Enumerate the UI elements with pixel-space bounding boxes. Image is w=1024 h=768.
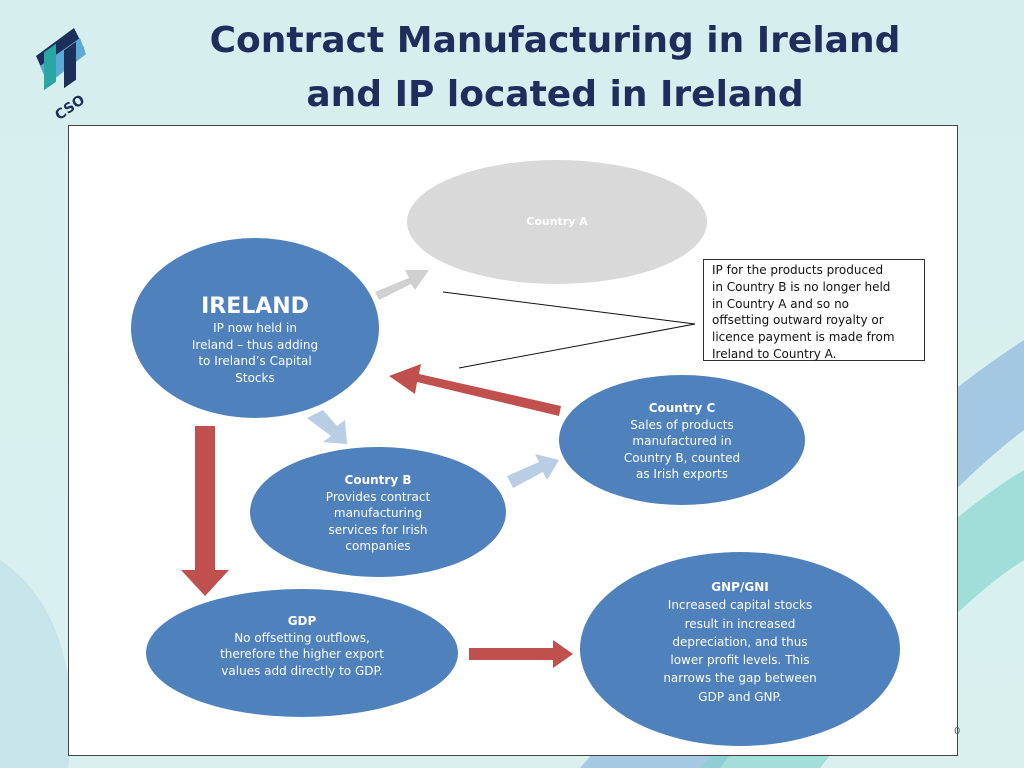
diagram-frame: Country A IRELAND IP now held in Ireland… — [68, 125, 958, 756]
arrow-country-b-to-country-c — [507, 454, 559, 488]
gnp-line: Increased capital stocks — [667, 598, 813, 613]
gdp-text: GDP No offsetting outflows, therefore th… — [182, 613, 422, 679]
callout-line: offsetting outward royalty or — [712, 313, 884, 328]
gnp-line: lower profit levels. This — [670, 653, 810, 668]
country-c-line: Sales of products — [630, 417, 734, 432]
country-c-text: Country C Sales of products manufactured… — [582, 400, 782, 483]
title-line-1: Contract Manufacturing in Ireland — [209, 20, 901, 61]
page-number: 0 — [954, 726, 961, 737]
gnp-text: GNP/GNI Increased capital stocks result … — [620, 578, 860, 706]
gnp-heading: GNP/GNI — [711, 580, 769, 594]
arrow-ireland-to-country-b — [307, 410, 347, 444]
title-line-2: and IP located in Ireland — [306, 74, 804, 115]
country-c-line: as Irish exports — [635, 467, 729, 481]
gnp-line: result in increased — [684, 616, 796, 631]
country-c-line: manufactured in — [632, 434, 732, 448]
country-b-line: Provides contract — [325, 489, 431, 504]
flow-diagram — [131, 160, 900, 746]
callout-line: in Country B is no longer held — [712, 279, 891, 294]
gnp-line: GDP and GNP. — [698, 689, 782, 704]
ireland-line: Ireland – thus adding — [191, 337, 319, 352]
country-b-line: manufacturing — [333, 506, 423, 520]
ireland-line: to Ireland’s Capital — [198, 354, 312, 368]
country-c-ellipse — [559, 375, 805, 505]
logo-text: CSO — [52, 92, 88, 122]
gdp-heading: GDP — [287, 614, 317, 628]
country-b-line: services for Irish — [328, 522, 428, 537]
gnp-line: depreciation, and thus — [672, 634, 808, 649]
page-title: Contract Manufacturing in Ireland and IP… — [120, 14, 990, 122]
gdp-line: therefore the higher export — [220, 647, 384, 661]
ip-callout-box: IP for the products produced in Country … — [703, 259, 925, 361]
callout-line: in Country A and so no — [712, 296, 850, 311]
ireland-line: Stocks — [235, 370, 275, 385]
arrow-ireland-to-country-a — [375, 270, 429, 300]
country-b-line: companies — [345, 539, 411, 553]
callout-line-top — [442, 291, 696, 325]
callout-line: licence payment is made from — [712, 330, 895, 345]
country-b-text: Country B Provides contract manufacturin… — [278, 472, 478, 555]
callout-line-bottom — [458, 323, 696, 369]
callout-line: Ireland to Country A. — [712, 346, 837, 361]
country-a-ellipse — [407, 160, 707, 284]
country-a-label-text: Country A — [526, 215, 588, 228]
arrow-gdp-to-gnp — [469, 640, 573, 668]
ireland-ellipse — [131, 238, 379, 418]
country-c-line: Country B, counted — [623, 450, 741, 465]
gnp-ellipse — [580, 552, 900, 746]
arrow-country-c-to-ireland — [389, 364, 561, 416]
callout-line: IP for the products produced — [712, 263, 884, 277]
cso-logo: CSO — [30, 26, 102, 124]
ireland-line: IP now held in — [213, 321, 297, 335]
gdp-ellipse — [146, 589, 458, 717]
country-b-heading: Country B — [344, 473, 412, 487]
country-a-label: Country A — [457, 214, 657, 231]
country-b-ellipse — [250, 447, 506, 577]
gdp-line: values add directly to GDP. — [221, 663, 383, 678]
country-c-heading: Country C — [648, 401, 716, 415]
gdp-line: No offsetting outflows, — [234, 630, 370, 645]
ireland-text: IRELAND IP now held in Ireland – thus ad… — [155, 294, 355, 386]
gnp-line: narrows the gap between — [663, 671, 817, 686]
arrow-ireland-to-gdp — [181, 426, 229, 596]
ireland-heading: IRELAND — [201, 294, 309, 319]
